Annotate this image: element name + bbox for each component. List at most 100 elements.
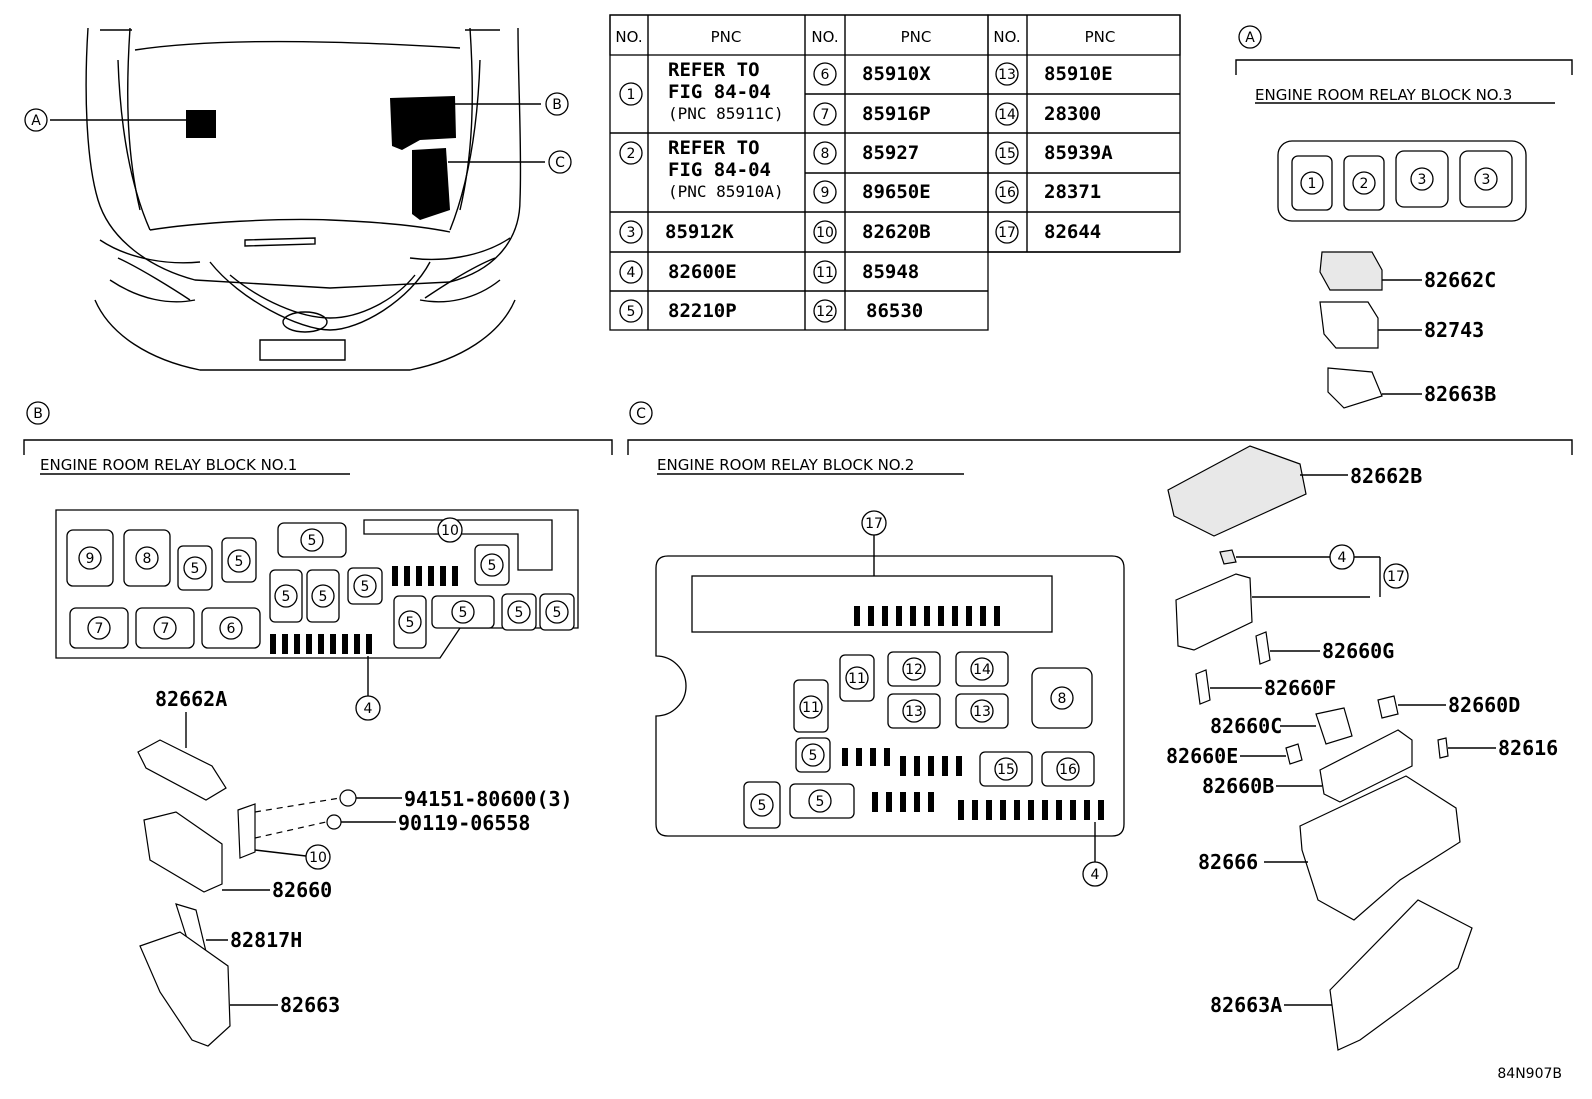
table-row-12-pnc: 86530	[866, 300, 923, 322]
part-82662c-label: 82662C	[1424, 268, 1496, 292]
callout-b-car	[545, 92, 569, 116]
table-row-8-pnc: 85927	[862, 142, 919, 164]
table-row-7-pnc: 85916P	[862, 103, 931, 125]
part-82660b-drawing	[1319, 729, 1413, 803]
table-row-12-number: 12	[816, 304, 834, 320]
part-82660-drawing	[143, 811, 223, 893]
table-row-9-pnc: 89650E	[862, 181, 931, 203]
part-fuse-4-drawing	[1219, 549, 1237, 565]
block-1-slot-5d: 5	[282, 589, 291, 605]
table-row-11-number-circle	[813, 260, 837, 284]
table-row-9-number-circle	[813, 180, 837, 204]
block-2-slot-8: 8	[1058, 691, 1067, 707]
block-1-callout-4: 4	[364, 701, 373, 717]
part-82616-label: 82616	[1498, 736, 1558, 760]
part-82620b-drawing	[237, 803, 256, 859]
part-82663-drawing	[139, 931, 231, 1047]
block-2-slot-11b: 11	[848, 671, 866, 687]
table-row-3-pnc: 85912K	[665, 221, 734, 243]
section-c-marker	[629, 401, 653, 425]
block-3-slot-3a: 3	[1418, 172, 1427, 188]
block-2-callout-17: 17	[865, 516, 883, 532]
table-row-5-number: 5	[627, 304, 636, 320]
table-row-7-number: 7	[821, 107, 830, 123]
part-82662a-label: 82662A	[155, 687, 227, 711]
table-row-2-number: 2	[627, 146, 636, 162]
part-82616-drawing	[1437, 737, 1449, 759]
table-row-15-number-circle	[995, 141, 1019, 165]
part-82662c-drawing	[1319, 251, 1383, 291]
section-a-marker	[1238, 25, 1262, 49]
table-row-16-pnc: 28371	[1044, 181, 1101, 203]
table-row-1-number-circle	[619, 82, 643, 106]
table-row-9-number: 9	[821, 185, 830, 201]
table-row-2-number-circle	[619, 141, 643, 165]
section-c-marker-label: C	[636, 406, 646, 422]
table-row-1-ref-line-1: REFER TO	[668, 59, 760, 81]
block-1-slot-10: 10	[441, 523, 459, 539]
table-row-4-pnc: 82600E	[668, 261, 737, 283]
block-2-fuse-rows-lower	[842, 748, 1104, 820]
block-2-slot-16: 16	[1059, 762, 1077, 778]
part-82660c-drawing	[1315, 707, 1353, 745]
block-3-slot-1: 1	[1308, 176, 1317, 192]
table-row-14-pnc: 28300	[1044, 103, 1101, 125]
pnc-table	[609, 14, 1181, 331]
block-1-slot-5c: 5	[308, 533, 317, 549]
callout-c-car	[548, 150, 572, 174]
table-row-4-number-circle	[619, 260, 643, 284]
table-row-3-number: 3	[627, 225, 636, 241]
block-3-slot-2: 2	[1360, 176, 1369, 192]
block-1-slot-7a: 7	[95, 621, 104, 637]
part-82660d-label: 82660D	[1448, 693, 1520, 717]
part-82660g-drawing	[1255, 631, 1271, 665]
part-82644-drawing	[1175, 573, 1253, 651]
table-row-14-number-circle	[995, 102, 1019, 126]
part-82663a-drawing	[1329, 899, 1473, 1051]
table-row-10-number-circle	[813, 220, 837, 244]
section-b-title: ENGINE ROOM RELAY BLOCK NO.1	[40, 456, 297, 474]
table-header-no-1: NO.	[615, 28, 642, 46]
table-row-8-number-circle	[813, 141, 837, 165]
location-b-mark	[390, 96, 456, 150]
table-row-11-pnc: 85948	[862, 261, 919, 283]
section-a-marker-label: A	[1245, 30, 1255, 46]
block-2-callout-4: 4	[1091, 867, 1100, 883]
part-82666-drawing	[1299, 775, 1461, 921]
block-1-slot-5i: 5	[459, 605, 468, 621]
table-row-2-ref-line-3: (PNC 85910A)	[668, 182, 784, 201]
part-82660e-label: 82660E	[1166, 744, 1238, 768]
location-c-mark	[412, 148, 450, 220]
block-1-slot-9: 9	[86, 551, 95, 567]
block-2-fuse-row-top	[854, 606, 1000, 626]
table-header-no-3: NO.	[993, 28, 1020, 46]
part-82660c-label: 82660C	[1210, 714, 1282, 738]
part-82662b-label: 82662B	[1350, 464, 1422, 488]
part-82666-label: 82666	[1198, 850, 1258, 874]
section-b-marker-label: B	[33, 406, 43, 422]
block-1-slot-7b: 7	[161, 621, 170, 637]
block-1-slot-5e: 5	[319, 589, 328, 605]
callout-a-car-label: A	[31, 113, 41, 129]
callout-b-car-label: B	[552, 97, 562, 113]
block-1-slot-5j: 5	[515, 605, 524, 621]
block-1-slot-5k: 5	[553, 605, 562, 621]
table-row-11-number: 11	[816, 265, 834, 281]
block-2-slot-5b: 5	[758, 798, 767, 814]
block-2-slot-13b: 13	[973, 704, 991, 720]
part-17-callout: 17	[1387, 569, 1405, 585]
block-1-slot-5h: 5	[406, 615, 415, 631]
block-2-slot-13a: 13	[905, 704, 923, 720]
diagram-code: 84N907B	[1497, 1066, 1562, 1082]
part-82660f-label: 82660F	[1264, 676, 1336, 700]
table-row-14-number: 14	[998, 107, 1016, 123]
section-c-title: ENGINE ROOM RELAY BLOCK NO.2	[657, 456, 914, 474]
table-header-no-2: NO.	[811, 28, 838, 46]
block-2-slot-14: 14	[973, 662, 991, 678]
callout-a-car	[24, 108, 48, 132]
part-82662b-drawing	[1167, 445, 1307, 537]
part-82663b-label: 82663B	[1424, 382, 1496, 406]
table-row-4-number: 4	[627, 265, 636, 281]
part-82660d-drawing	[1377, 695, 1399, 719]
